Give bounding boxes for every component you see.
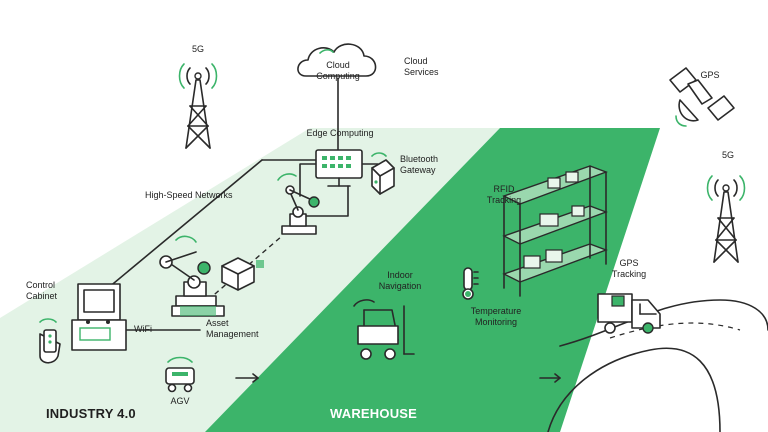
cell-tower-icon: [706, 175, 746, 263]
gps-label: GPS: [700, 70, 720, 80]
road: [547, 299, 768, 432]
robot-arm-icon: [159, 235, 225, 317]
rfid-tracking-label: RFID Tracking: [486, 184, 522, 205]
delivery-truck-icon: [597, 293, 661, 334]
warehouse-zone: [205, 128, 660, 432]
indoor-navigation-label: Indoor Navigation: [378, 270, 422, 291]
warehouse-shelf-icon: [502, 165, 609, 297]
high-speed-networks-label: High-Speed Networks: [145, 190, 233, 200]
control-cabinet-label: Control Cabinet: [26, 280, 58, 301]
gps-tracking-label: GPS Tracking: [611, 258, 647, 279]
arrow-right-icon: [539, 373, 561, 383]
bluetooth-gateway-icon: [371, 152, 395, 195]
cloud-computing-label: Cloud Computing: [316, 60, 360, 81]
network-lines: [107, 77, 379, 331]
package-box-icon: [221, 257, 264, 291]
handheld-device-icon: [39, 318, 61, 364]
agv-robot-icon: [165, 356, 195, 393]
arrow-right-icon: [235, 373, 259, 383]
robot-arm-icon: [277, 173, 320, 235]
cell-tower-icon: [178, 63, 218, 149]
bluetooth-gateway-label: Bluetooth Gateway: [400, 154, 439, 175]
edge-computing-label: Edge Computing: [306, 128, 374, 138]
cloud-services-label: Cloud Services: [404, 56, 439, 77]
thermometer-icon: [462, 267, 479, 300]
agv-label: AGV: [170, 396, 190, 406]
edge-computing-device-icon: [315, 149, 363, 187]
temperature-monitoring-label: Temperature Monitoring: [470, 306, 522, 327]
wifi-label: WiFi: [134, 324, 152, 334]
forklift-icon: [353, 299, 415, 360]
satellite-icon: [669, 67, 735, 127]
fiveg-right-label: 5G: [721, 150, 734, 160]
industry-zone-title: INDUSTRY 4.0: [46, 406, 136, 421]
warehouse-zone-title: WAREHOUSE: [330, 406, 418, 421]
control-cabinet-icon: [71, 283, 127, 351]
fiveg-left-label: 5G: [191, 44, 204, 54]
asset-management-label: Asset Management: [206, 318, 259, 339]
cloud-icon: [297, 43, 377, 77]
